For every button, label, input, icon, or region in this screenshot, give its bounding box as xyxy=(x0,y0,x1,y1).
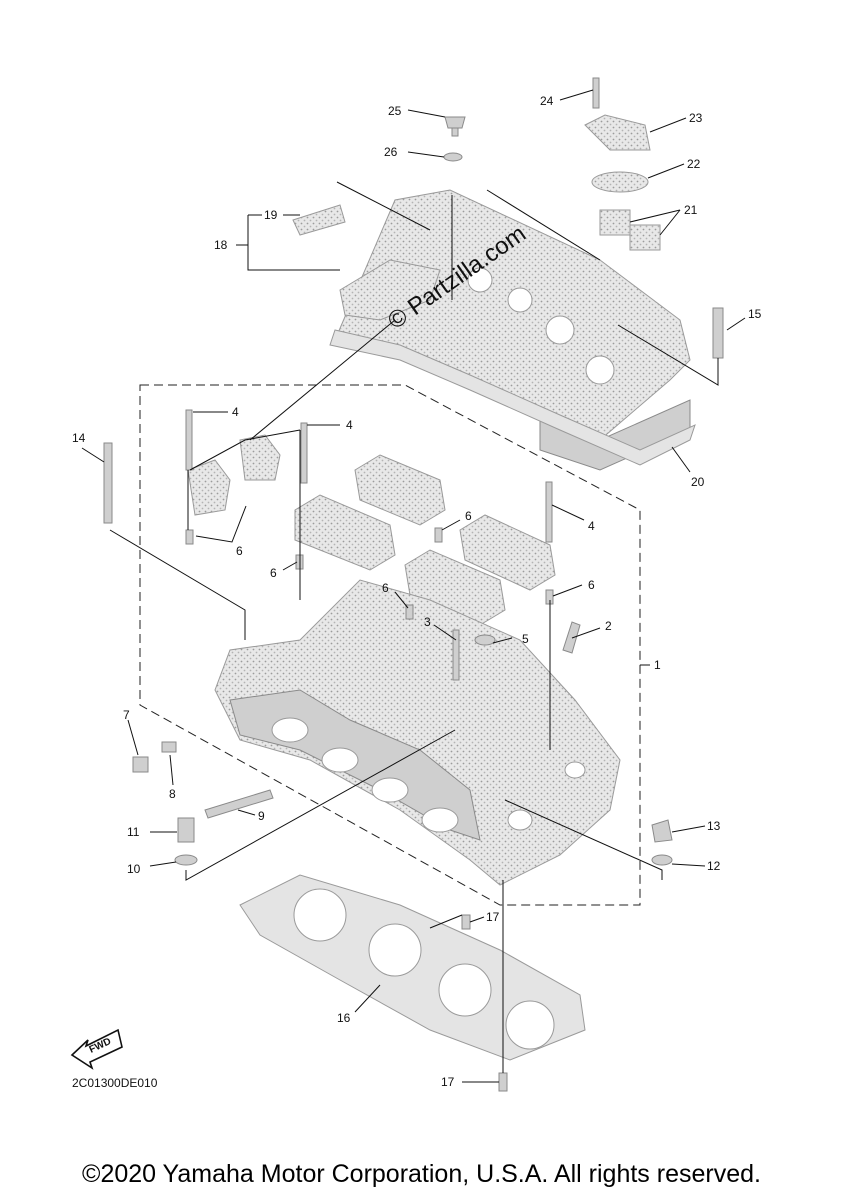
callout-4-left: 4 xyxy=(232,405,239,419)
callout-6-mid-left: 6 xyxy=(270,566,277,580)
callout-15: 15 xyxy=(748,307,762,321)
callout-23: 23 xyxy=(689,111,703,125)
diagram-catalog-code: 2C01300DE010 xyxy=(72,1076,158,1090)
callout-4-right: 4 xyxy=(588,519,595,533)
cylinder-head xyxy=(214,579,621,886)
callout-10: 10 xyxy=(127,862,141,876)
callout-24: 24 xyxy=(540,94,554,108)
leader-lines xyxy=(81,89,746,1083)
callout-16: 16 xyxy=(337,1011,351,1025)
callout-22: 22 xyxy=(687,157,701,171)
callout-6-center: 6 xyxy=(465,509,472,523)
callout-6-left: 6 xyxy=(236,544,243,558)
callout-21: 21 xyxy=(684,203,698,217)
callout-25: 25 xyxy=(388,104,402,118)
callout-14: 14 xyxy=(72,431,86,445)
callout-1: 1 xyxy=(654,658,661,672)
callout-3: 3 xyxy=(424,615,431,629)
callout-2: 2 xyxy=(605,619,612,633)
callout-4-center: 4 xyxy=(346,418,353,432)
callout-26: 26 xyxy=(384,145,398,159)
camshaft-caps xyxy=(187,434,556,626)
callout-7: 7 xyxy=(123,708,130,722)
assembly-boundary xyxy=(139,384,641,906)
callout-5: 5 xyxy=(522,632,529,646)
callout-13: 13 xyxy=(707,819,721,833)
cylinder-head-cover xyxy=(334,189,691,471)
callout-19: 19 xyxy=(264,208,278,222)
callout-8: 8 xyxy=(169,787,176,801)
callout-6-right: 6 xyxy=(588,578,595,592)
callout-20: 20 xyxy=(691,475,705,489)
callout-17-lower: 17 xyxy=(441,1075,455,1089)
small-parts xyxy=(103,77,724,1092)
callout-9: 9 xyxy=(258,809,265,823)
callout-11: 11 xyxy=(127,825,140,839)
callout-18: 18 xyxy=(214,238,228,252)
cylinder-head-gasket xyxy=(239,874,586,1061)
callout-labels: 25 26 24 23 22 21 19 18 15 20 14 4 4 4 6… xyxy=(72,94,762,1089)
callout-6-mid: 6 xyxy=(382,581,389,595)
copyright-notice: ©2020 Yamaha Motor Corporation, U.S.A. A… xyxy=(82,1160,761,1188)
callout-12: 12 xyxy=(707,859,721,873)
forward-direction-arrow: FWD xyxy=(70,1028,123,1070)
callout-17-upper: 17 xyxy=(486,910,500,924)
head-cover-gasket xyxy=(329,329,696,466)
